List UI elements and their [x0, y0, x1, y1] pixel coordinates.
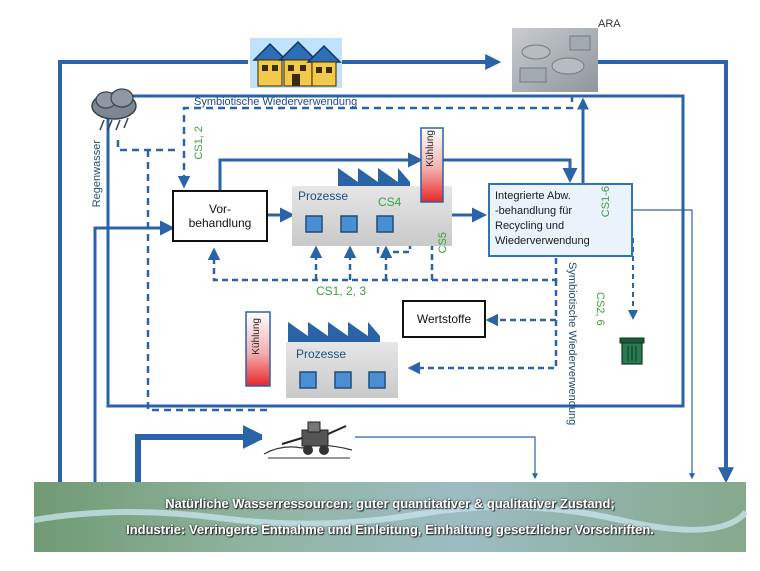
symbiotic-top-dashed: [177, 95, 574, 189]
banner-line-1: Natürliche Wasserressourcen: guter quant…: [165, 496, 615, 511]
wertstoffe-label: Wertstoffe: [416, 311, 472, 326]
integrated-treatment-label: Integrierte Abw. -behandlung für Recycli…: [495, 190, 590, 247]
cooling-bottom-label: Kühlung: [251, 318, 262, 355]
prozesse-bottom-label: Prozesse: [296, 347, 347, 361]
cs16-label: CS1-6: [600, 186, 612, 218]
waste-bin-icon: [619, 337, 645, 365]
vorbehandlung-label: Vor- behandlung: [188, 201, 252, 230]
left-dashed: [146, 150, 272, 412]
process-unit-5: [334, 371, 352, 389]
symbiotic-right-label: Symbiotische Wiederverwendung: [566, 262, 579, 426]
process-unit-3: [376, 215, 394, 233]
cs5-label: CS5: [437, 232, 449, 254]
rain-dashed: [116, 140, 180, 152]
cs12-label: CS1, 2: [193, 126, 205, 160]
prozesse-top-label: Prozesse: [298, 189, 349, 203]
flow-kuhl-to-integ: [443, 158, 578, 183]
flow-vorb-to-kuhl: [218, 152, 423, 190]
symbiotic-top-label: Symbiotische Wiederverwendung: [194, 96, 358, 108]
symbiotic-right-dashed: [407, 280, 558, 375]
rain-cloud-icon: [91, 88, 137, 131]
cs123-label: CS1, 2, 3: [316, 284, 367, 298]
ara-label: ARA: [598, 18, 621, 30]
process-unit-4: [299, 371, 317, 389]
cooling-bottom: [245, 311, 271, 387]
cs26-label: CS2, 6: [594, 292, 607, 326]
cs4-label: CS4: [378, 195, 402, 209]
farm-to-banner-thin: [355, 436, 538, 480]
process-unit-2: [340, 215, 358, 233]
cooling-top-label: Kühlung: [425, 130, 436, 167]
industry-frame: [106, 94, 685, 408]
outer-main-flow: [58, 54, 734, 485]
integrated-treatment-box: Integrierte Abw. -behandlung für Recycli…: [488, 183, 633, 257]
integ-to-banner-thin: [633, 209, 695, 480]
wertstoffe-box: Wertstoffe: [402, 300, 486, 338]
treatment-plant-image: [512, 28, 598, 92]
process-unit-1: [305, 215, 323, 233]
houses-icon: [250, 38, 342, 88]
regenwasser-label: Regenwasser: [91, 140, 103, 208]
vorbehandlung-box: Vor- behandlung: [172, 190, 268, 242]
flow-to-farm: [135, 425, 267, 485]
banner-line-2: Industrie: Verringerte Entnahme und Einl…: [126, 522, 654, 537]
farm-harvester-icon: [262, 421, 354, 459]
process-unit-6: [368, 371, 386, 389]
cooling-top: [420, 127, 444, 203]
flow-left-to-vorb: [93, 220, 175, 485]
